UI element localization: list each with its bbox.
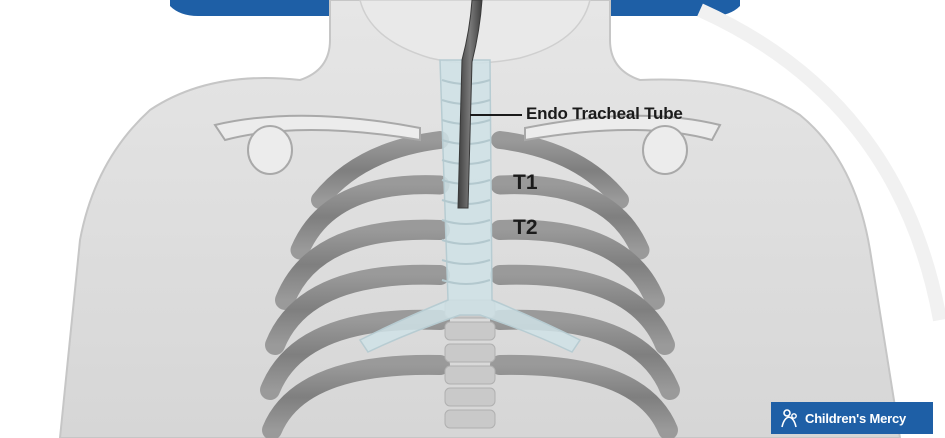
t1-label: T1 xyxy=(513,171,538,195)
childrens-mercy-logo: Children's Mercy xyxy=(771,402,933,434)
logo-text: Children's Mercy xyxy=(805,411,906,426)
t2-label: T2 xyxy=(513,216,538,240)
tube-leader-line xyxy=(470,114,522,116)
tube-label: Endo Tracheal Tube xyxy=(526,104,683,124)
childrens-mercy-logo-icon xyxy=(779,407,801,429)
